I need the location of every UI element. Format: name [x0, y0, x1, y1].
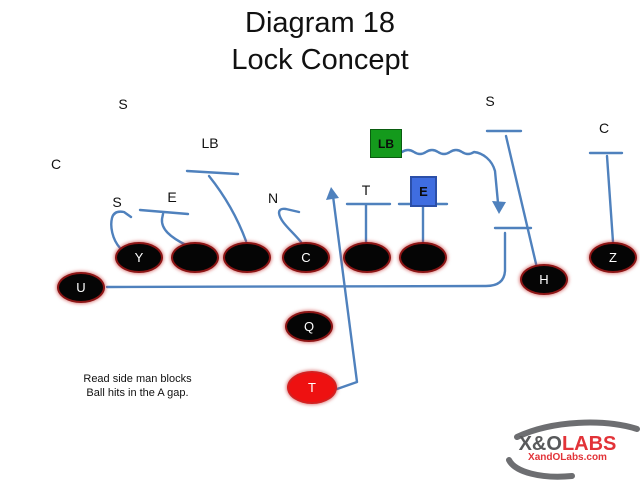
z-block-path	[588, 151, 624, 244]
label-tackle: T	[361, 182, 371, 198]
center-block-path	[277, 207, 303, 244]
rg-block-path	[345, 202, 392, 244]
coaching-note: Read side man blocks Ball hits in the A …	[70, 372, 205, 400]
label-nose: N	[267, 190, 279, 206]
diagram-title-line1: Diagram 18	[245, 7, 395, 39]
lb-highlight-label: LB	[378, 136, 394, 151]
coaching-note-line2: Ball hits in the A gap.	[86, 387, 189, 399]
logo-swoosh-graphics	[506, 419, 640, 480]
run-arrowhead	[326, 187, 339, 200]
rt-block-path	[397, 202, 449, 244]
player-u-label: U	[76, 280, 86, 295]
label-lb-left: LB	[201, 135, 219, 151]
logo-brand-red: LABS	[561, 433, 617, 455]
lt-block-path	[138, 208, 190, 247]
label-safety-left: S	[118, 96, 128, 112]
lg-block-path	[185, 169, 248, 243]
label-end-left: E	[167, 189, 177, 205]
logo-brand: X&OLABS	[495, 433, 640, 456]
scrape-arrowhead	[492, 201, 506, 214]
end-highlight-label: E	[419, 184, 428, 199]
lb-scrape-path	[400, 148, 500, 205]
player-q-label: Q	[303, 319, 315, 334]
diagram-title-line2: Lock Concept	[231, 44, 409, 76]
player-q: Q	[285, 311, 333, 342]
h-block-path	[485, 129, 539, 270]
player-y-label: Y	[134, 250, 144, 265]
xandolabs-logo: X&OLABS XandOLabs.com	[495, 418, 640, 480]
label-corner-right: C	[598, 120, 610, 136]
player-tailback-ballcarrier: T	[287, 371, 337, 404]
player-z-label: Z	[609, 250, 617, 265]
logo-brand-gray: X&O	[518, 433, 562, 455]
player-h: H	[520, 264, 568, 295]
player-h-label: H	[539, 272, 549, 287]
end-highlight-box: E	[410, 176, 437, 207]
player-z: Z	[589, 242, 637, 273]
player-y: Y	[115, 242, 163, 273]
player-right-guard	[343, 242, 391, 273]
y-block-path	[110, 210, 133, 250]
tailback-run-path	[331, 194, 359, 391]
logo-swoosh-top	[514, 419, 640, 440]
label-sam: S	[112, 194, 122, 210]
logo-site-url: XandOLabs.com	[528, 452, 607, 463]
player-u: U	[57, 272, 105, 303]
u-pull-path	[105, 226, 533, 289]
player-left-tackle	[171, 242, 219, 273]
player-tailback-label: T	[308, 380, 316, 395]
player-center-label: C	[301, 250, 311, 265]
label-safety-right: S	[485, 93, 495, 109]
logo-swoosh-bottom	[506, 457, 575, 480]
player-center: C	[282, 242, 330, 273]
player-left-guard	[223, 242, 271, 273]
diagram-title: Diagram 18 Lock Concept	[0, 5, 640, 79]
lb-highlight-box: LB	[370, 129, 402, 158]
label-corner-left: C	[50, 156, 62, 172]
coaching-note-line1: Read side man blocks	[83, 373, 192, 385]
player-right-tackle	[399, 242, 447, 273]
